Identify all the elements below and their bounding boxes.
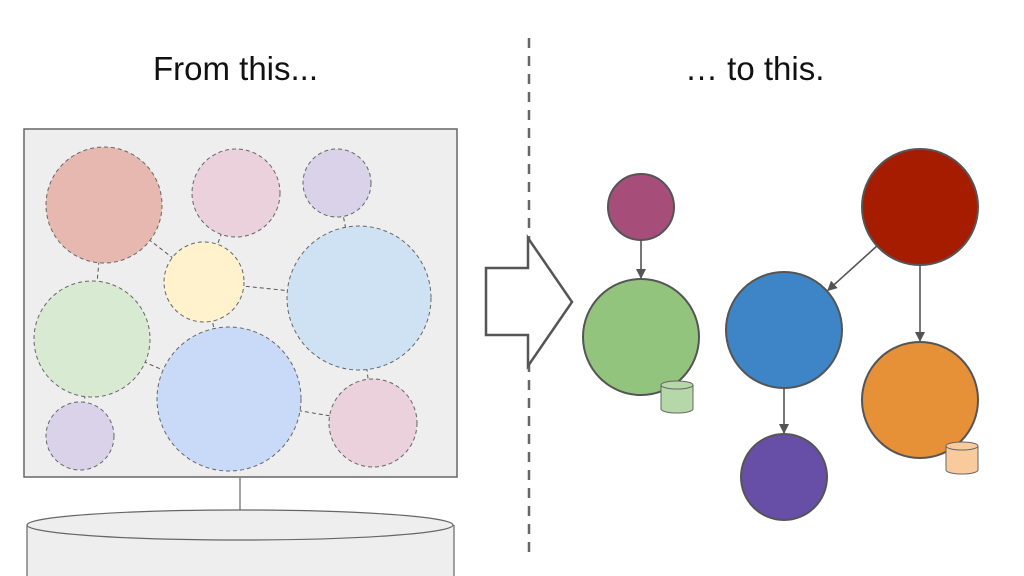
service-edge <box>827 245 878 292</box>
module-circle <box>328 378 418 468</box>
module-circle <box>302 148 372 218</box>
service-magenta <box>607 173 675 241</box>
service-green <box>582 278 700 396</box>
module-circle <box>33 280 151 398</box>
module-circle <box>156 326 302 472</box>
module-circle <box>45 146 163 264</box>
service-group <box>582 148 979 521</box>
service-blue <box>725 271 843 389</box>
service-dependencies <box>636 240 925 434</box>
database-orange <box>945 441 979 475</box>
module-circle <box>45 401 115 471</box>
monolith <box>23 128 458 576</box>
database-group <box>660 380 979 475</box>
transform-arrow <box>484 233 574 371</box>
service-purple <box>740 433 828 521</box>
module-circle <box>286 225 432 371</box>
module-circle <box>191 148 281 238</box>
module-group <box>33 146 432 472</box>
left-heading: From this... <box>153 50 319 87</box>
service-orange <box>861 341 979 459</box>
database-green <box>660 380 694 414</box>
module-circle <box>163 241 245 323</box>
monolith-database <box>26 509 455 576</box>
right-heading: … to this. <box>685 50 825 87</box>
service-dark-red <box>861 148 979 266</box>
